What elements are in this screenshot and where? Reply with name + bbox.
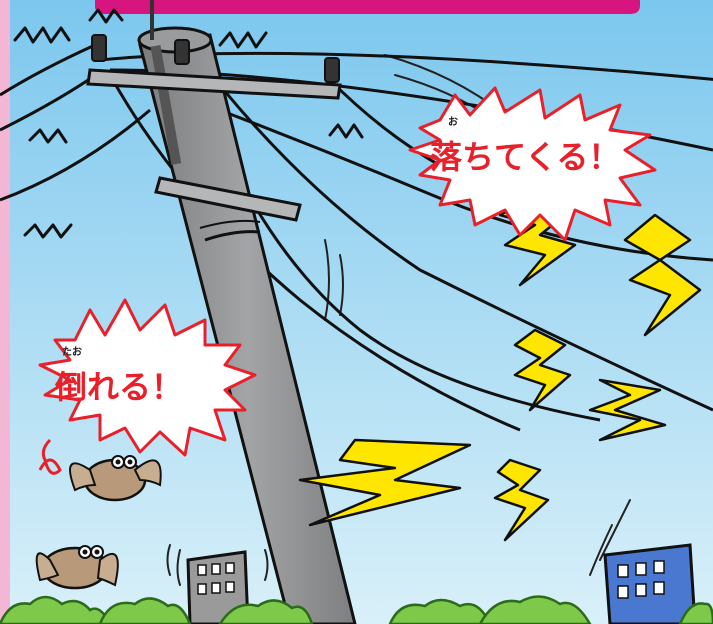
owl-bird-icon [35, 545, 119, 590]
lightning-bolt-icon [298, 438, 472, 527]
building-icon [603, 543, 697, 624]
sky-background [10, 0, 713, 624]
toppling-label: 倒れる！ [54, 368, 183, 406]
building-icon [186, 550, 250, 624]
lightning-bolt-icon [513, 328, 572, 412]
vibration-marks [13, 8, 364, 239]
falling-callout: お 落ちてくる！ [408, 86, 657, 242]
owl-bird-icon [69, 455, 162, 502]
lightning-bolt-icon [623, 213, 702, 337]
scribble-mark [38, 438, 62, 475]
toppling-callout: たお 倒れる！ [38, 298, 257, 457]
utility-pole-icon [86, 0, 357, 624]
lightning-bolt-icon [493, 458, 550, 542]
tree-icon [0, 595, 713, 624]
falling-ruby: お [448, 116, 458, 128]
top-banner-edge [95, 0, 640, 14]
toppling-ruby: たお [62, 346, 82, 358]
falling-label: 落ちてくる！ [430, 138, 620, 176]
lightning-bolt-icon [588, 378, 667, 442]
